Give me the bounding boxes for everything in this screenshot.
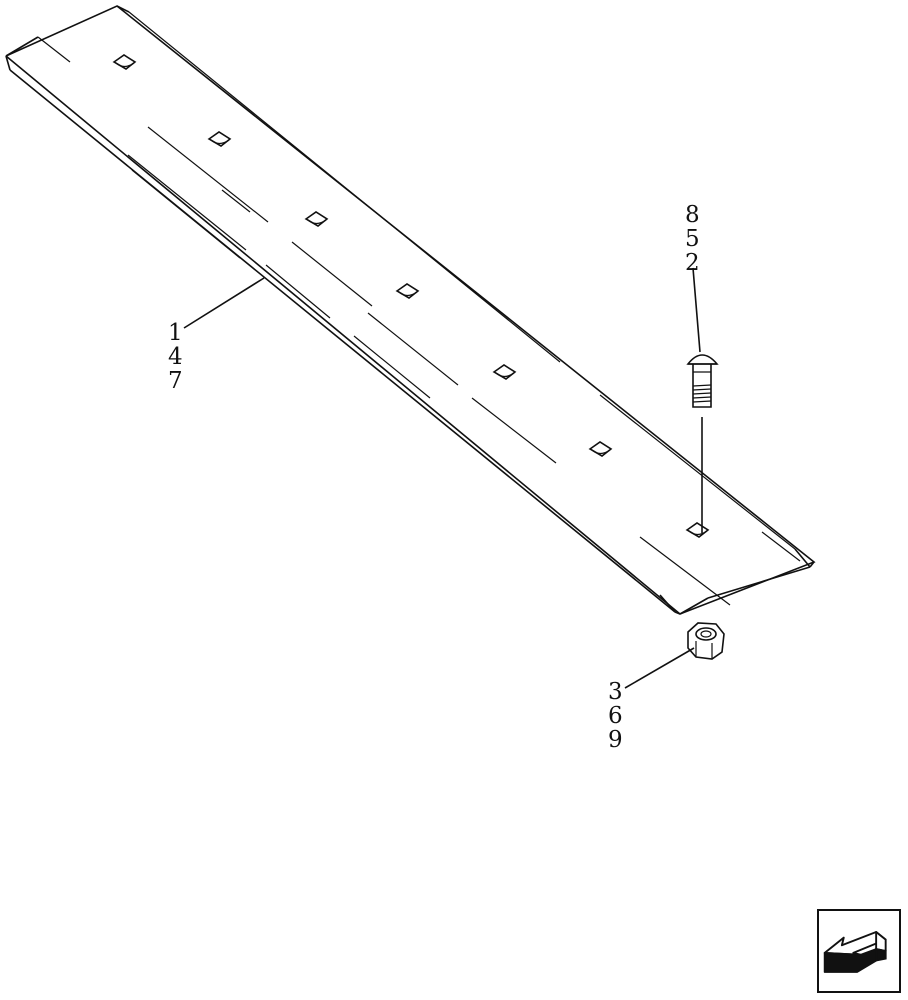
blade-leader-line — [183, 277, 265, 329]
bolt-leader-line — [692, 267, 701, 353]
bolt-hole — [112, 54, 137, 70]
callout-nut-3: 9 — [608, 727, 623, 753]
bolt-hole — [492, 364, 517, 380]
bolt-hole — [304, 211, 329, 227]
back-button[interactable] — [817, 909, 901, 993]
callout-nut-1: 3 — [608, 679, 623, 705]
callout-bolt-3: 2 — [685, 250, 700, 276]
callout-bolt-1: 8 — [685, 202, 700, 228]
callout-bolt-2: 5 — [685, 226, 700, 252]
bolt-hole — [588, 441, 613, 457]
plow-bolt — [686, 354, 719, 533]
back-arrow-icon — [823, 931, 887, 973]
callout-blade-1: 1 — [168, 320, 183, 346]
callout-nut-2: 6 — [608, 703, 623, 729]
cutting-edge-blade — [5, 5, 816, 615]
bolt-hole — [395, 283, 420, 299]
hex-nut — [687, 622, 725, 660]
nut-leader-line — [624, 647, 695, 689]
bolt-hole — [685, 522, 710, 538]
callout-blade-3: 7 — [168, 368, 183, 394]
bolt-hole — [207, 131, 232, 147]
callout-blade-2: 4 — [168, 344, 183, 370]
